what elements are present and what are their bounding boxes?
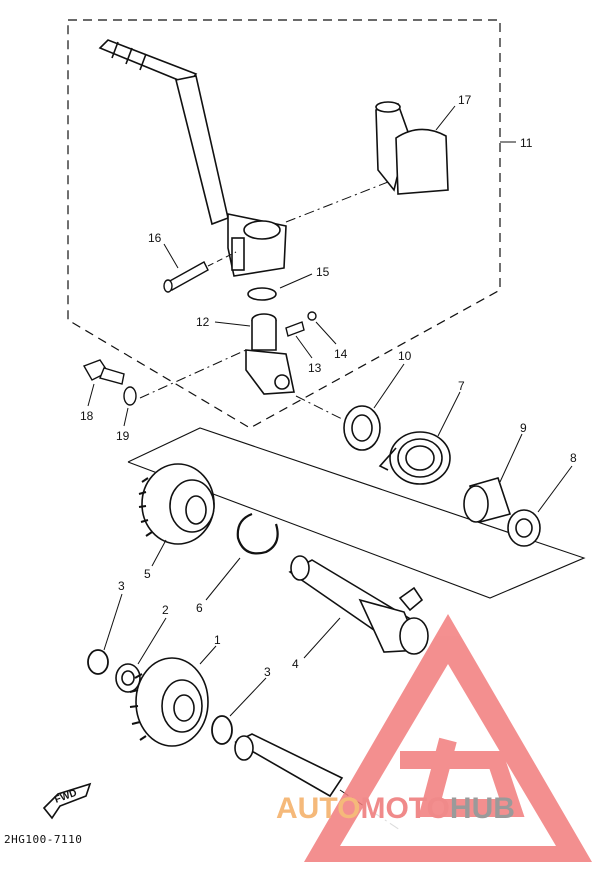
fwd-arrow: FWD <box>42 782 92 820</box>
kick-gear-1 <box>129 657 209 747</box>
lower-shaft <box>234 733 344 798</box>
callout-8: 8 <box>570 451 577 465</box>
assembly-boundary <box>67 19 501 429</box>
diagram-code: 2HG100-7110 <box>4 833 83 846</box>
center-line-seal <box>295 395 345 421</box>
oil-seal-10 <box>343 405 381 451</box>
callout-7: 7 <box>458 379 465 393</box>
callout-3-lower: 3 <box>264 665 271 679</box>
leader-9 <box>499 433 523 483</box>
callout-1: 1 <box>214 633 221 647</box>
callout-9: 9 <box>520 421 527 435</box>
leader-18 <box>87 383 95 407</box>
leader-3-upper <box>103 593 123 651</box>
kick-axle-4 <box>288 555 429 655</box>
o-ring-15 <box>247 287 277 301</box>
leader-15 <box>279 273 313 289</box>
leader-17 <box>435 105 456 131</box>
watermark-part2: MOTO <box>360 792 449 825</box>
washer-8 <box>507 509 541 547</box>
callout-13: 13 <box>308 361 322 375</box>
leader-10 <box>373 363 405 409</box>
washer-2 <box>115 663 141 693</box>
kick-crank-arm <box>98 39 287 277</box>
callout-12: 12 <box>196 315 210 329</box>
spacer-9 <box>463 477 512 523</box>
callout-2: 2 <box>162 603 169 617</box>
callout-15: 15 <box>316 265 330 279</box>
circlip-3-lower <box>211 715 233 745</box>
leader-16 <box>163 243 179 269</box>
center-line-crank <box>285 181 389 223</box>
center-line-bolt <box>207 251 237 267</box>
leader-7 <box>437 391 461 437</box>
leader-4 <box>303 617 341 659</box>
subassembly-boundary <box>127 427 586 599</box>
leader-12 <box>214 321 251 327</box>
callout-10: 10 <box>398 349 412 363</box>
watermark-part1: AUTO <box>276 792 360 825</box>
leader-3-lower <box>229 677 267 717</box>
callout-14: 14 <box>334 347 348 361</box>
callout-18: 18 <box>80 409 94 423</box>
callout-17: 17 <box>458 93 472 107</box>
callout-5: 5 <box>144 567 151 581</box>
leader-19 <box>123 407 129 427</box>
ball-14 <box>307 311 317 321</box>
torsion-spring-7 <box>378 431 451 485</box>
kick-boss-12 <box>245 313 295 395</box>
center-line-washer <box>139 349 247 399</box>
leader-1 <box>199 645 217 665</box>
leader-14 <box>315 321 337 345</box>
watermark-logo <box>304 614 592 862</box>
callout-19: 19 <box>116 429 130 443</box>
watermark-text: AUTOMOTOHUB <box>276 792 515 825</box>
callout-4: 4 <box>292 657 299 671</box>
callout-11: 11 <box>520 136 533 150</box>
bolt-18 <box>82 359 125 385</box>
washer-19 <box>123 386 137 406</box>
leader-8 <box>537 465 573 513</box>
ratchet-gear-5 <box>138 463 215 545</box>
callout-16: 16 <box>148 231 162 245</box>
callout-6: 6 <box>196 601 203 615</box>
circlip-6 <box>236 512 279 555</box>
circlip-3-upper <box>87 649 109 675</box>
callout-3-upper: 3 <box>118 579 125 593</box>
leader-13 <box>295 335 313 359</box>
bolt-16 <box>163 261 209 293</box>
watermark-part3: HUB <box>450 792 515 825</box>
leader-6 <box>205 557 241 601</box>
leader-2 <box>137 617 167 665</box>
leader-5 <box>151 539 167 567</box>
pin-13 <box>285 321 305 337</box>
kick-crank-boot <box>375 101 449 195</box>
